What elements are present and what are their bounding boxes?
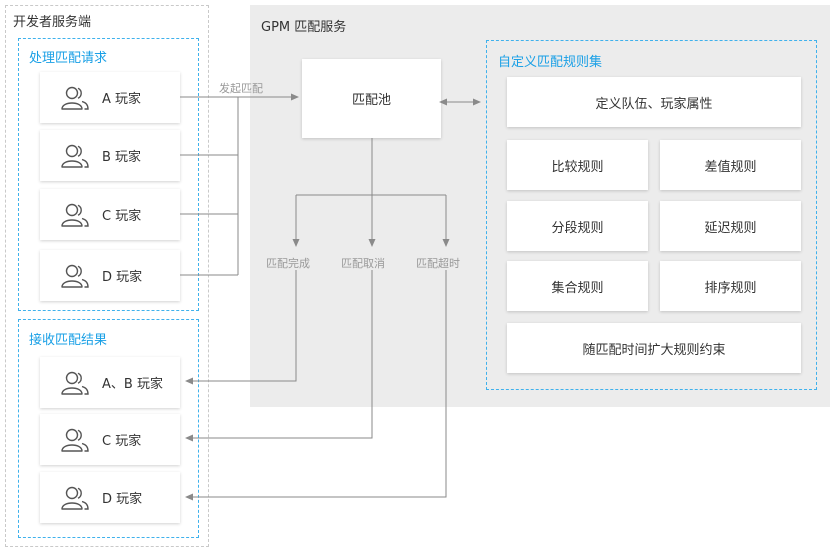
user-group-icon	[61, 203, 89, 227]
user-group-icon	[61, 371, 89, 395]
rule-item: 分段规则	[507, 201, 648, 251]
user-group-icon	[61, 264, 89, 288]
rule-item-label: 分段规则	[551, 220, 604, 236]
result-player-ab: A、B 玩家	[40, 357, 180, 408]
rule-header-label: 定义队伍、玩家属性	[595, 96, 713, 112]
outcome-complete-label: 匹配完成	[266, 257, 310, 270]
request-section	[18, 38, 199, 311]
rule-item-label: 差值规则	[704, 159, 757, 175]
result-player-d: D 玩家	[40, 472, 180, 523]
rule-item-label: 排序规则	[704, 280, 757, 296]
player-label: D 玩家	[102, 492, 143, 507]
match-pool-label: 匹配池	[351, 93, 391, 108]
result-section-title: 接收匹配结果	[29, 333, 108, 348]
user-group-icon	[61, 86, 89, 110]
player-label: D 玩家	[102, 270, 143, 285]
developer-server-title: 开发者服务端	[13, 15, 92, 30]
outcome-timeout-label: 匹配超时	[416, 257, 460, 270]
player-label: A 玩家	[102, 92, 142, 107]
request-player-b: B 玩家	[40, 130, 180, 181]
rule-item: 延迟规则	[660, 201, 801, 251]
rules-section-title: 自定义匹配规则集	[498, 55, 603, 70]
request-player-d: D 玩家	[40, 250, 180, 301]
match-pool: 匹配池	[302, 59, 441, 138]
rule-item: 排序规则	[660, 261, 801, 311]
player-label: B 玩家	[102, 150, 142, 165]
rule-item-label: 比较规则	[551, 159, 604, 175]
user-group-icon	[61, 428, 89, 452]
rule-header: 定义队伍、玩家属性	[507, 77, 801, 127]
request-player-c: C 玩家	[40, 189, 180, 240]
user-group-icon	[61, 144, 89, 168]
request-player-a: A 玩家	[40, 72, 180, 123]
complete-return-arrow	[185, 270, 297, 385]
gpm-service-title: GPM 匹配服务	[261, 20, 347, 35]
player-label: C 玩家	[102, 434, 142, 449]
cancel-return-arrow	[185, 270, 373, 442]
player-label: A、B 玩家	[102, 377, 163, 392]
player-label: C 玩家	[102, 209, 142, 224]
rule-item-label: 延迟规则	[704, 220, 757, 236]
rule-footer-label: 随匹配时间扩大规则约束	[582, 342, 726, 358]
request-section-title: 处理匹配请求	[29, 51, 108, 66]
rule-item: 差值规则	[660, 140, 801, 190]
developer-server-container	[5, 5, 209, 547]
result-section	[18, 319, 199, 538]
request-label: 发起匹配	[219, 82, 263, 95]
rule-item: 集合规则	[507, 261, 648, 311]
user-group-icon	[61, 486, 89, 510]
result-player-c: C 玩家	[40, 414, 180, 465]
outcome-cancel-label: 匹配取消	[341, 257, 385, 270]
rules-section	[486, 40, 817, 390]
timeout-return-arrow	[185, 270, 447, 501]
rule-item-label: 集合规则	[551, 280, 604, 296]
rule-footer: 随匹配时间扩大规则约束	[507, 323, 801, 373]
rule-item: 比较规则	[507, 140, 648, 190]
